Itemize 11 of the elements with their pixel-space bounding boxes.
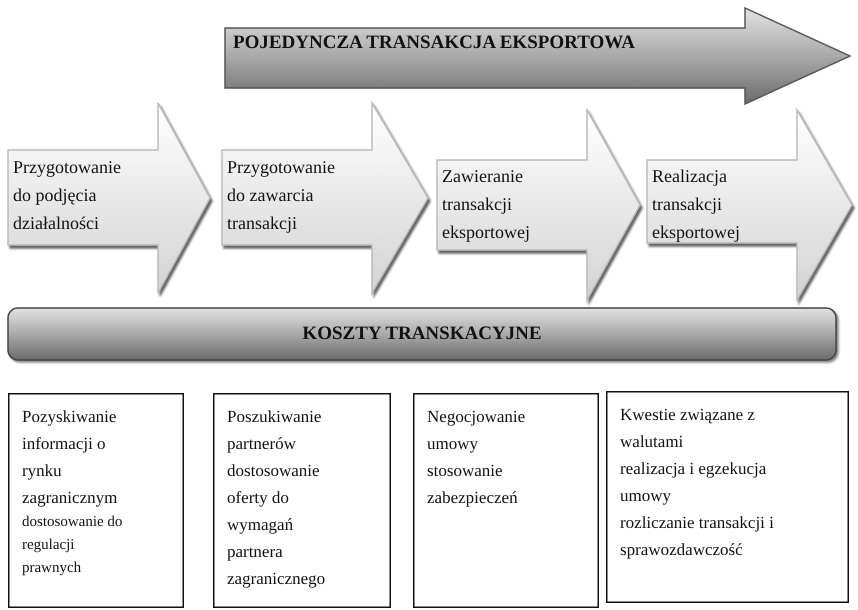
cost-item-text: dostosowanie oferty do wymagań partnera zagranicznego: [227, 460, 326, 590]
cost-item-text: stosowanie zabezpieczeń: [427, 460, 519, 509]
stage-label: Zawieranie transakcji eksportowej: [442, 165, 531, 244]
banner-label: POJEDYNCZA TRANSAKCJA EKSPORTOWA: [233, 31, 636, 55]
cost-item-text: rozliczanie transakcji i sprawozdawczość: [620, 512, 774, 561]
stage-label: Realizacja transakcji eksportowej: [652, 165, 741, 244]
cost-item-text: Pozyskiwanie informacji o rynku zagranicznym: [22, 406, 118, 509]
stage-label: Przygotowanie do podjęcia działalności: [13, 156, 122, 235]
cost-item-text: dostosowanie do regulacji prawnych: [22, 513, 124, 578]
stage-label: Przygotowanie do zawarcia transakcji: [227, 156, 336, 235]
bar-label: KOSZTY TRANSKACYJNE: [301, 322, 543, 346]
